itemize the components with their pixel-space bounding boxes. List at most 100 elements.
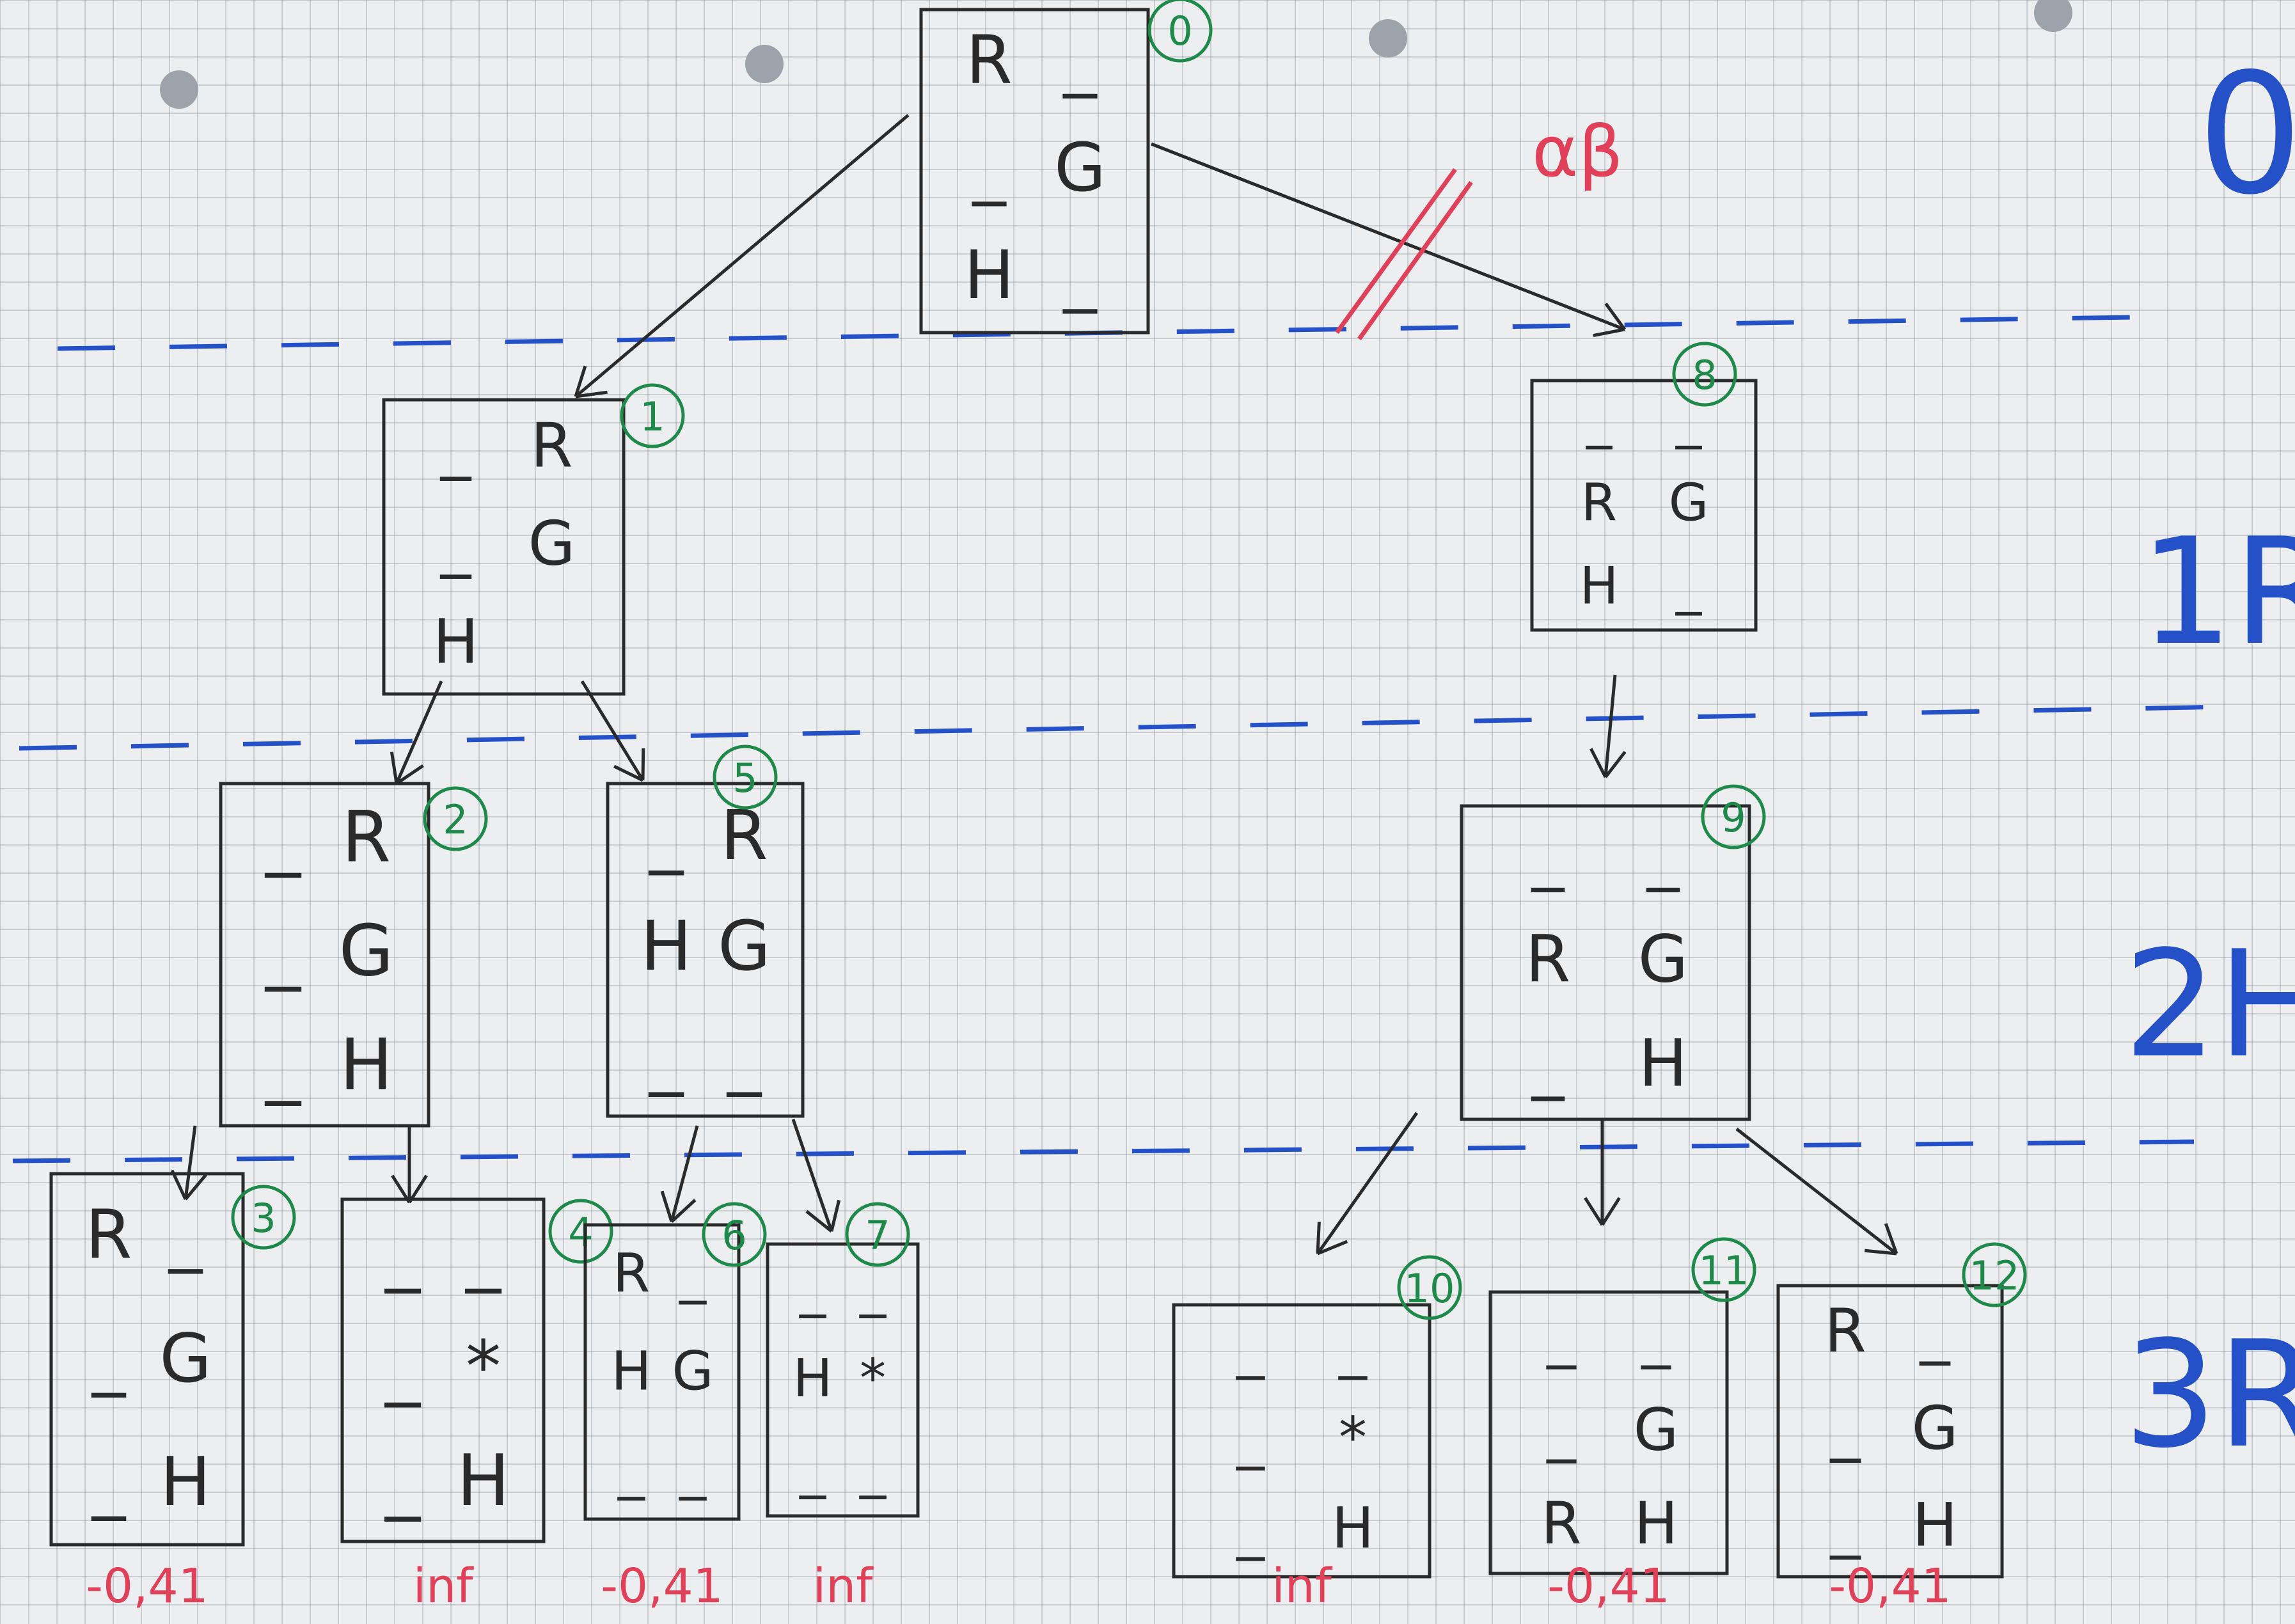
cell-mark: _ xyxy=(1546,1303,1577,1370)
arrow-head xyxy=(390,752,398,784)
node-box xyxy=(766,1242,920,1518)
cell-mark: _ xyxy=(384,1212,422,1294)
arrow-head xyxy=(574,365,587,397)
arrow-head xyxy=(613,764,644,782)
cell-mark: _ xyxy=(971,129,1007,207)
node-number: 8 xyxy=(1692,352,1717,398)
depth-label: 0 xyxy=(2197,38,2295,232)
tree-edge xyxy=(1151,142,1625,331)
cell-mark: _ xyxy=(799,1439,826,1500)
cell-mark: _ xyxy=(1586,390,1613,450)
arrow-head xyxy=(670,1199,697,1223)
cell-mark: H xyxy=(964,236,1014,314)
arrow-head xyxy=(1316,1221,1321,1254)
cell-mark: _ xyxy=(264,1024,302,1107)
cell-mark: _ xyxy=(168,1195,203,1273)
cell-mark: _ xyxy=(440,411,472,481)
cell-mark: R xyxy=(720,796,768,876)
tree-node: _R_GH1 xyxy=(382,383,685,696)
cell-mark: _ xyxy=(1338,1314,1368,1380)
arrow-head xyxy=(1604,750,1627,778)
cell-mark: _ xyxy=(1531,1026,1565,1101)
leaf-score: inf xyxy=(813,1559,874,1614)
cell-mark: R xyxy=(342,796,391,878)
node-box xyxy=(1460,804,1751,1121)
depth-label: 1R xyxy=(2140,507,2295,678)
cell-mark: _ xyxy=(1062,20,1098,99)
cell-mark: _ xyxy=(648,1018,684,1098)
node-number-circle xyxy=(1701,784,1766,849)
arrow-head xyxy=(805,1210,833,1233)
tree-edge xyxy=(395,680,443,785)
leaf-score: -0,41 xyxy=(1829,1559,1951,1614)
cell-mark: H xyxy=(161,1443,211,1521)
cell-mark: R xyxy=(1824,1297,1866,1366)
depth-separator xyxy=(12,1139,2195,1163)
cell-mark: H xyxy=(611,1340,651,1403)
node-number-circle xyxy=(231,1185,296,1250)
cell-mark: R xyxy=(1541,1490,1581,1557)
alpha-beta-label: αβ xyxy=(1532,111,1623,193)
node-number-circle xyxy=(548,1199,613,1264)
tree-node: R__G_H12-0,41 xyxy=(1776,1242,2027,1614)
cell-mark: _ xyxy=(1236,1314,1265,1380)
binder-hole xyxy=(160,70,198,109)
node-number: 7 xyxy=(865,1212,890,1259)
node-box xyxy=(382,398,626,696)
cell-mark: _ xyxy=(648,796,684,876)
node-box xyxy=(1488,1290,1729,1575)
arrow-head xyxy=(830,1199,841,1232)
node-number-circle xyxy=(1397,1255,1462,1320)
node-number-circle xyxy=(1691,1237,1756,1302)
cell-mark: _ xyxy=(1236,1495,1265,1561)
tree-node: _R_G_H2 xyxy=(219,782,488,1128)
cell-mark: H xyxy=(640,907,691,986)
cell-mark: G xyxy=(672,1340,713,1403)
node-box xyxy=(49,1172,245,1547)
cell-mark: _ xyxy=(384,1440,422,1522)
node-number: 2 xyxy=(443,796,468,843)
tree-edge xyxy=(1735,1128,1898,1255)
cell-mark: R xyxy=(613,1242,650,1304)
cell-mark: R xyxy=(966,20,1013,99)
cell-mark: H xyxy=(1634,1490,1678,1557)
arrow-head xyxy=(1589,748,1607,778)
cell-mark: _ xyxy=(1646,817,1680,892)
arrow-head xyxy=(1317,1240,1348,1256)
cell-mark: _ xyxy=(384,1327,422,1408)
cell-mark: G xyxy=(528,509,576,579)
cell-mark: G xyxy=(1634,1396,1678,1463)
cell-mark: H xyxy=(793,1348,833,1409)
node-number-circle xyxy=(713,745,778,810)
depth-separator xyxy=(19,704,2227,751)
cell-mark: G xyxy=(159,1320,211,1398)
cell-mark: R xyxy=(1526,921,1570,997)
node-number: 11 xyxy=(1699,1247,1749,1294)
cell-mark: H xyxy=(1639,1026,1687,1101)
arrow-head xyxy=(660,1190,674,1222)
leaf-score: inf xyxy=(413,1559,474,1614)
cell-mark: H xyxy=(340,1024,393,1107)
node-box xyxy=(919,8,1150,335)
node-box xyxy=(1776,1284,2004,1579)
node-box xyxy=(583,1223,741,1521)
cell-mark: _ xyxy=(859,1257,887,1318)
binder-hole xyxy=(2034,0,2072,32)
cell-mark: R xyxy=(1581,473,1617,533)
arrow-head xyxy=(395,764,424,785)
node-number: 3 xyxy=(251,1195,276,1242)
arrow-head xyxy=(1593,327,1625,337)
node-box xyxy=(1530,379,1758,632)
node-number: 1 xyxy=(640,393,665,440)
cell-mark: _ xyxy=(679,1438,707,1501)
node-number-circle xyxy=(1962,1242,2027,1307)
cell-mark: _ xyxy=(726,1018,762,1098)
tree-edges xyxy=(170,114,1898,1256)
cell-mark: R xyxy=(86,1195,132,1273)
node-number: 12 xyxy=(1969,1252,2020,1299)
arrow-head xyxy=(575,390,608,398)
cell-mark: _ xyxy=(91,1320,127,1398)
